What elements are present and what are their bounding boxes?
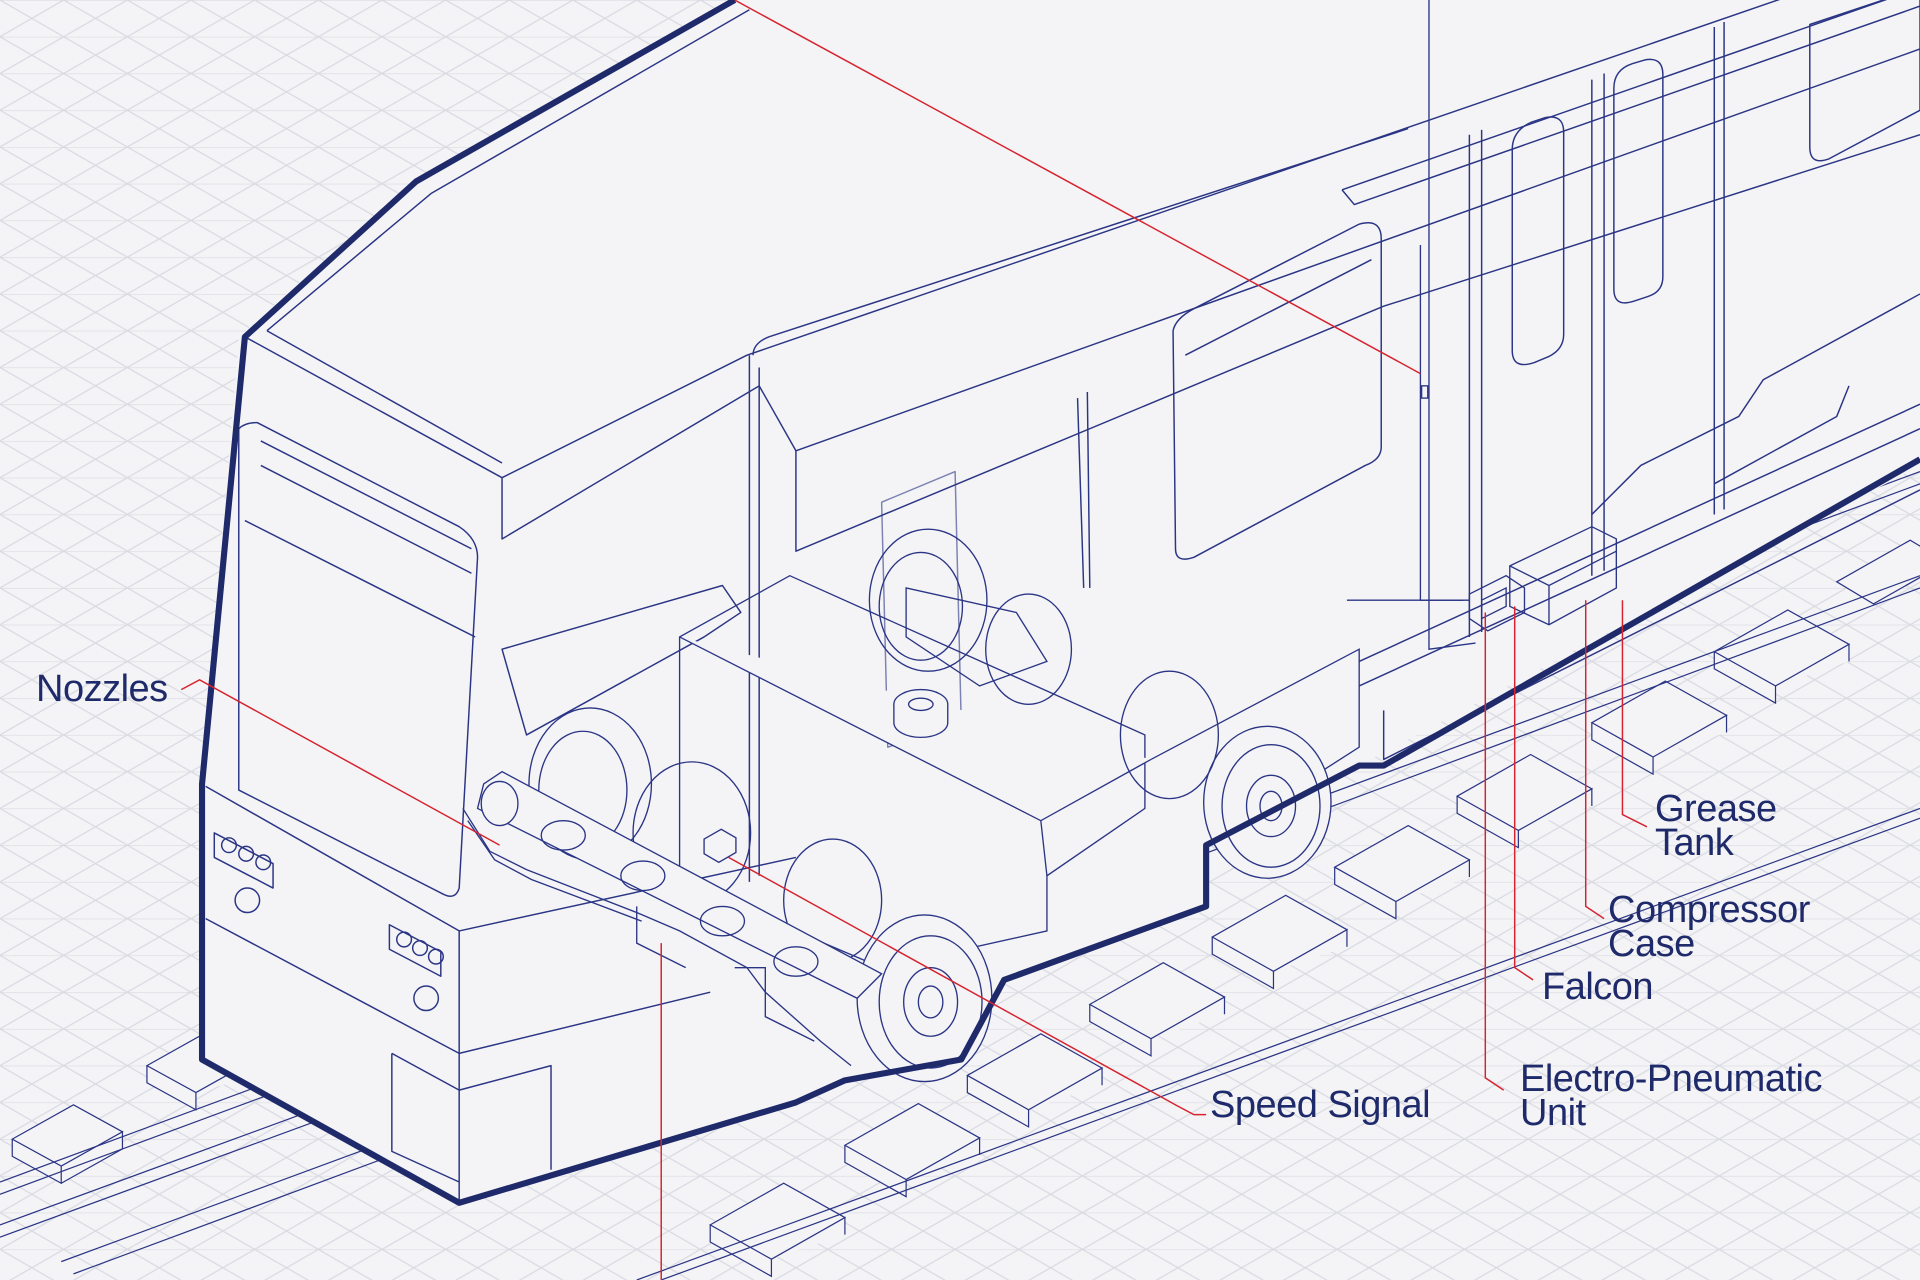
callout-speed-signal-line-1: Speed Signal xyxy=(1210,1084,1431,1126)
callout-nozzles-line-1: Nozzles xyxy=(36,668,168,710)
callout-compressor-case-line-1: Compressor xyxy=(1608,889,1810,931)
leader-lines xyxy=(180,0,1648,1280)
leader-nozzles xyxy=(180,678,500,846)
outer-outline xyxy=(198,0,1920,1206)
callout-electro-pneumatic-unit-line-1: Electro-Pneumatic xyxy=(1520,1058,1822,1100)
leader-electro-pneumatic xyxy=(1484,612,1505,1091)
callout-falcon: Falcon xyxy=(1542,966,1654,1008)
sleepers xyxy=(10,539,1920,1278)
callout-grease-tank-line-1: Grease xyxy=(1655,788,1777,830)
callout-speed-signal: Speed Signal xyxy=(1210,1084,1431,1126)
leader-compressor-case xyxy=(1584,600,1605,920)
callout-compressor-case-line-2: Case xyxy=(1608,923,1695,965)
leader-falcon xyxy=(1513,606,1534,981)
body-fill xyxy=(202,0,1920,1201)
callout-electro-pneumatic-unit-line-2: Unit xyxy=(1520,1092,1586,1134)
pneumatic-piping xyxy=(462,0,1617,1067)
callout-grease-tank-line-2: Tank xyxy=(1655,822,1734,864)
leader-grease-tank xyxy=(1621,600,1648,828)
callout-compressor-case: Compressor Case xyxy=(1608,889,1810,965)
callout-nozzles: Nozzles xyxy=(36,668,168,710)
train-body xyxy=(202,0,1920,1201)
railway-track xyxy=(0,471,1920,1280)
callout-grease-tank: Grease Tank xyxy=(1655,788,1777,864)
callout-electro-pneumatic-unit: Electro-Pneumatic Unit xyxy=(1520,1058,1822,1134)
leader-speed-signal xyxy=(728,856,1207,1116)
leader-top xyxy=(734,0,1421,375)
callout-falcon-line-1: Falcon xyxy=(1542,966,1654,1008)
